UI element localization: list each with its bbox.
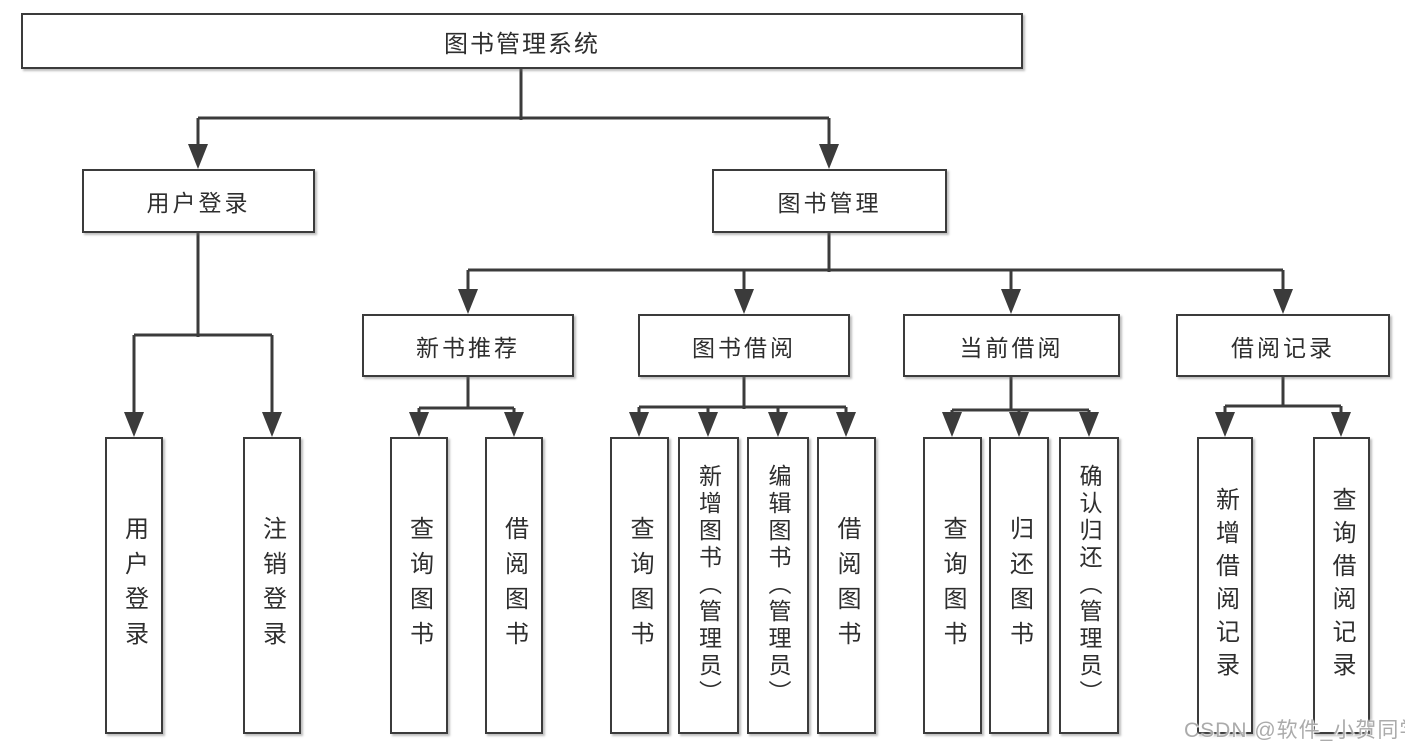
leaf-query-books-current: 查询图书 xyxy=(923,437,982,734)
csdn-watermark: CSDN @软件_小贺同学 xyxy=(1184,719,1405,742)
node-book-management: 图书管理 xyxy=(712,169,947,233)
leaf-query-books-recommend: 查询图书 xyxy=(390,437,448,734)
leaf-confirm-return-admin: 确认归还（管理员） xyxy=(1059,437,1119,734)
leaf-borrow-books: 借阅图书 xyxy=(817,437,876,734)
node-new-book-recommend: 新书推荐 xyxy=(362,314,574,377)
node-borrow-records: 借阅记录 xyxy=(1176,314,1390,377)
node-user-login: 用户登录 xyxy=(82,169,315,233)
leaf-query-borrow-record: 查询借阅记录 xyxy=(1313,437,1370,734)
leaf-logout: 注销登录 xyxy=(243,437,301,734)
node-current-borrow: 当前借阅 xyxy=(903,314,1120,377)
node-library-management-system: 图书管理系统 xyxy=(21,13,1023,69)
leaf-edit-books-admin: 编辑图书（管理员） xyxy=(747,437,809,734)
leaf-return-books: 归还图书 xyxy=(989,437,1049,734)
leaf-add-borrow-record: 新增借阅记录 xyxy=(1197,437,1253,734)
leaf-query-books-borrow: 查询图书 xyxy=(610,437,669,734)
leaf-user-login: 用户登录 xyxy=(105,437,163,734)
node-book-borrow: 图书借阅 xyxy=(638,314,850,377)
leaf-borrow-books-recommend: 借阅图书 xyxy=(485,437,543,734)
leaf-add-books-admin: 新增图书（管理员） xyxy=(678,437,739,734)
